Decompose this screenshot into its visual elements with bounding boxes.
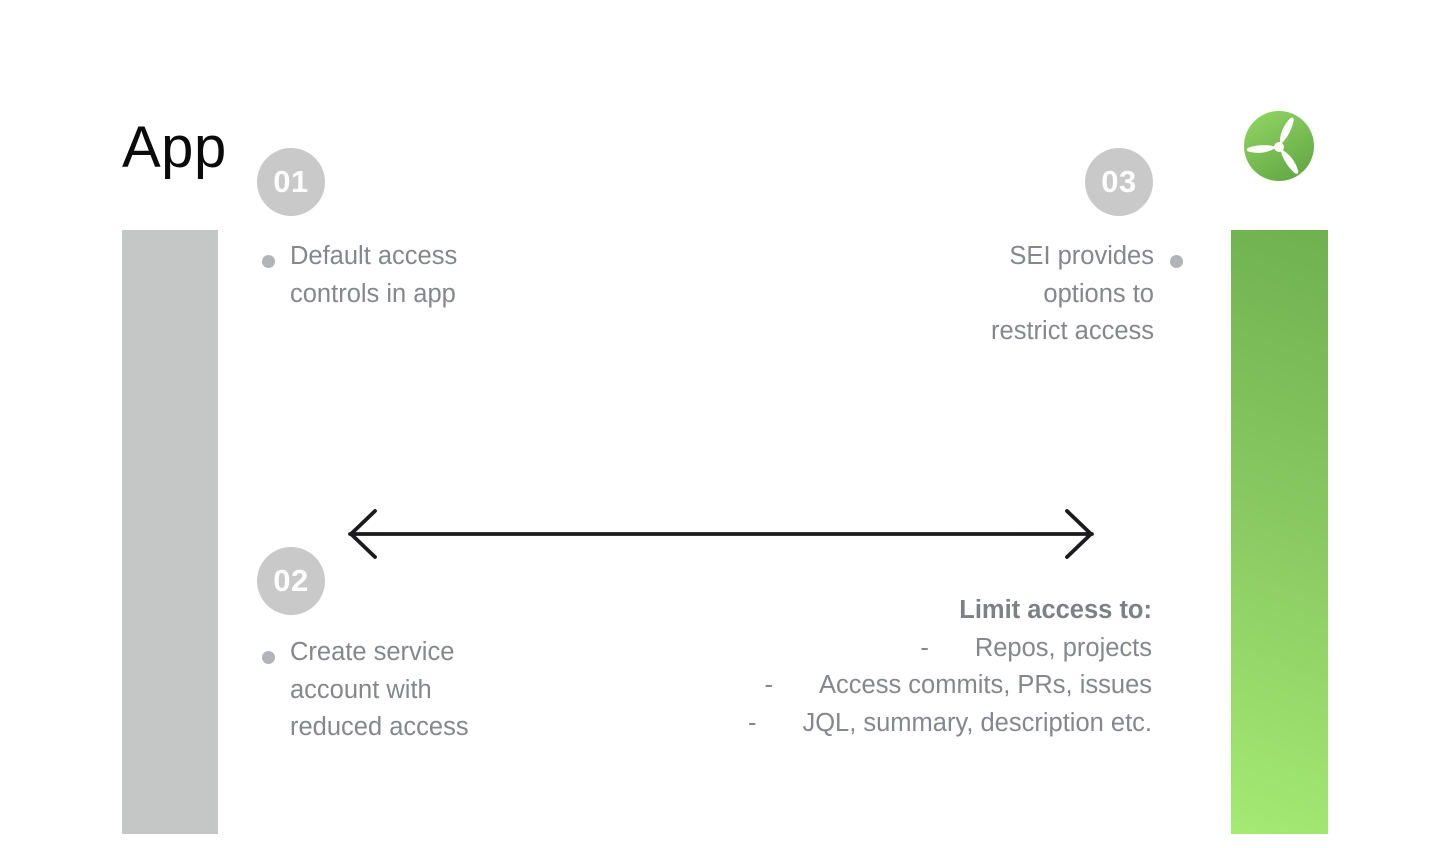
list-item: - Repos, projects: [748, 630, 1152, 668]
step-02-number: 02: [273, 563, 309, 598]
step-03-badge: 03: [1085, 148, 1153, 216]
step-01-badge: 01: [257, 148, 325, 216]
step-02-line: account with: [290, 675, 432, 704]
step-03-line: SEI provides: [1009, 242, 1154, 270]
step-03-text: SEI provides options to restrict access: [991, 238, 1154, 351]
step-02-line: Create service: [290, 638, 455, 666]
step-03-line: restrict access: [991, 317, 1154, 345]
step-01-line: controls in app: [290, 279, 456, 308]
step-03-line: options to: [1043, 279, 1154, 308]
step-02-text: Create service account with reduced acce…: [290, 634, 469, 747]
bullet-icon: [1170, 255, 1183, 268]
app-column-bar: [122, 230, 218, 834]
dash-marker: -: [764, 671, 774, 699]
sei-column-bar: [1231, 230, 1328, 834]
dash-marker: -: [747, 708, 757, 737]
app-title: App: [122, 115, 227, 180]
step-01-line: Default access: [290, 242, 458, 270]
step-01-text: Default access controls in app: [290, 238, 457, 313]
dash-marker: -: [920, 633, 929, 662]
sei-propeller-logo-icon: [1244, 111, 1314, 181]
double-arrow-icon: [342, 505, 1100, 568]
step-01-number: 01: [273, 164, 309, 199]
list-item: - JQL, summary, description etc.: [748, 705, 1152, 743]
list-item-text: Access commits, PRs, issues: [819, 671, 1152, 699]
list-item-text: Repos, projects: [974, 633, 1152, 662]
list-item: - Access commits, PRs, issues: [748, 667, 1152, 705]
step-02-line: reduced access: [290, 713, 469, 741]
step-02-badge: 02: [257, 547, 325, 615]
limit-access-title: Limit access to:: [959, 596, 1152, 624]
bullet-icon: [262, 651, 275, 664]
list-item-text: JQL, summary, description etc.: [802, 708, 1152, 737]
step-03-number: 03: [1101, 164, 1137, 199]
limit-access-list: Limit access to: - Repos, projects - Acc…: [748, 592, 1152, 742]
bullet-icon: [262, 255, 275, 268]
